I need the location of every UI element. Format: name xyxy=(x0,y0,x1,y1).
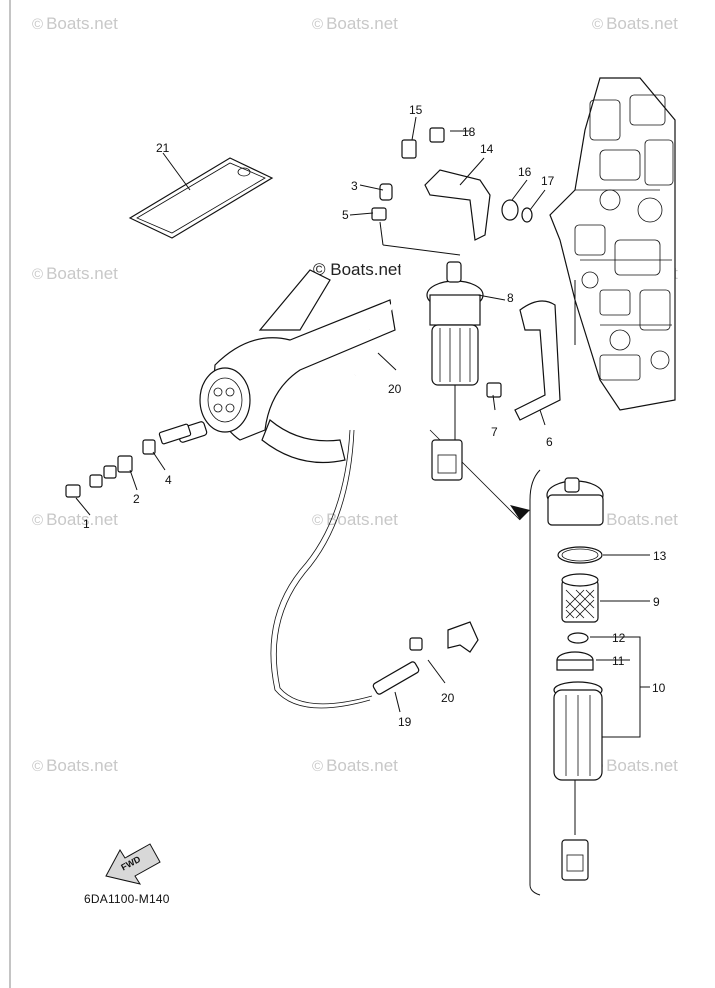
mount-housing xyxy=(176,269,396,464)
callout-8: 8 xyxy=(507,291,514,305)
watermark: ©Boats.net xyxy=(32,264,118,283)
fwd-arrow-icon: FWD xyxy=(105,843,161,885)
parts-bag xyxy=(128,157,274,239)
copyright-label: © Boats.net xyxy=(313,260,403,279)
callout-18: 18 xyxy=(462,125,476,139)
callout-2: 2 xyxy=(133,492,140,506)
diagram-code: 6DA1100-M140 xyxy=(84,892,170,906)
watermark: ©Boats.net xyxy=(312,756,398,775)
callout-10: 10 xyxy=(652,681,666,695)
watermark: ©Boats.net xyxy=(312,510,398,529)
callout-20-lower: 20 xyxy=(441,691,455,705)
callout-9: 9 xyxy=(653,595,660,609)
callout-6: 6 xyxy=(546,435,553,449)
callout-17: 17 xyxy=(541,174,555,188)
callout-11: 11 xyxy=(612,654,625,668)
callout-5: 5 xyxy=(342,208,349,222)
callout-21: 21 xyxy=(156,141,170,155)
bolt-7 xyxy=(486,382,502,398)
engine-block xyxy=(549,77,676,411)
fuel-filter-assembly xyxy=(426,261,484,481)
callout-20-upper: 20 xyxy=(388,382,402,396)
callout-1: 1 xyxy=(83,517,90,531)
watermark: ©Boats.net xyxy=(592,14,678,33)
callout-12: 12 xyxy=(612,631,626,645)
plate-bracket xyxy=(514,300,561,421)
exploded-filter xyxy=(529,469,604,896)
bracket-assembly xyxy=(371,127,533,241)
callout-19: 19 xyxy=(398,715,412,729)
watermark: ©Boats.net xyxy=(32,510,118,529)
callout-numbers: 1 2 3 4 5 6 7 8 9 10 11 12 13 14 15 16 1… xyxy=(83,103,667,729)
callout-4: 4 xyxy=(165,473,172,487)
watermark: ©Boats.net xyxy=(312,14,398,33)
leader-lines xyxy=(75,116,650,738)
callout-3: 3 xyxy=(351,179,358,193)
callout-13: 13 xyxy=(653,549,667,563)
watermark: ©Boats.net xyxy=(32,14,118,33)
callout-16: 16 xyxy=(518,165,532,179)
callout-15: 15 xyxy=(409,103,423,117)
fuel-hoses xyxy=(270,226,530,709)
callout-14: 14 xyxy=(480,142,494,156)
arrow-head xyxy=(510,505,530,520)
fitting-parts xyxy=(65,423,192,498)
callout-7: 7 xyxy=(491,425,498,439)
watermark: ©Boats.net xyxy=(32,756,118,775)
